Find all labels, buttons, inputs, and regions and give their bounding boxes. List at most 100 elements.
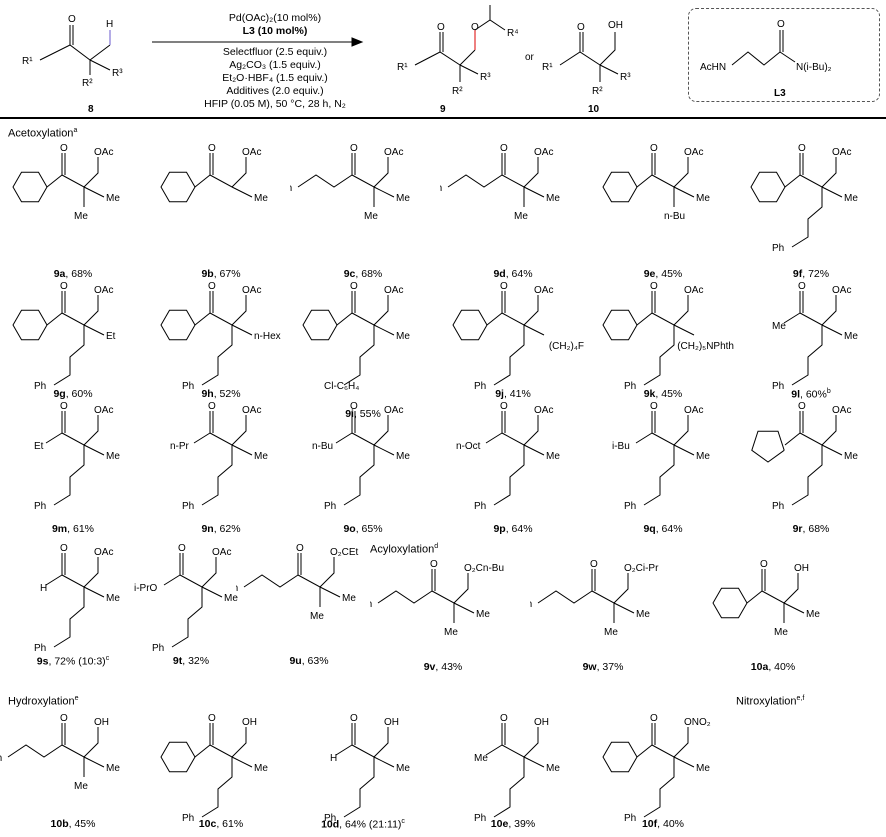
sm-atom-r3: R³ (112, 68, 123, 79)
compound-id: 9h (201, 388, 214, 400)
functional-group: OAc (384, 147, 403, 158)
functional-group: OH (384, 717, 399, 728)
substituent-r1: n-Oct (456, 441, 481, 452)
compound-caption: 9n, 62% (148, 523, 294, 535)
compound-caption: 10b, 45% (0, 818, 146, 830)
ligand-box (688, 8, 880, 102)
atom-o: O (590, 559, 598, 570)
substituent-r3: Me (696, 763, 710, 774)
functional-group: OAc (212, 547, 231, 558)
substituent-chain: Me (774, 627, 788, 638)
atom-o: O (208, 713, 216, 724)
substituent-r3: Me (106, 763, 120, 774)
compound-id: 10c (198, 818, 217, 830)
compound-id: 9q (643, 523, 656, 535)
substituent-chain: Ph (152, 643, 164, 654)
compound-caption: 9e, 45% (590, 268, 736, 280)
bond-lines (45, 553, 105, 648)
substituent-r1: i-Bu (612, 441, 630, 452)
compound-9d: OOAcMeMePh9d, 64% (440, 140, 586, 290)
atom-o: O (350, 401, 358, 412)
bond-lines (163, 553, 223, 648)
functional-group: OAc (832, 285, 851, 296)
substituent-r3: Et (106, 331, 116, 342)
compound-caption: 10a, 40% (700, 661, 846, 673)
bond-lines (297, 153, 395, 207)
compound-id: 9g (53, 388, 66, 400)
substituent-r3: Me (396, 451, 410, 462)
compound-yield: , 61% (67, 523, 95, 535)
functional-group: O₂Ci-Pr (624, 563, 659, 574)
bond-lines (160, 153, 253, 203)
substituent-r1: Ph (440, 183, 442, 194)
compound-yield: , 37% (596, 661, 624, 673)
compound-yield: , 32% (182, 655, 210, 667)
substituent-chain: Ph (624, 381, 636, 392)
functional-group: OAc (384, 285, 403, 296)
compound-id: 9s (36, 655, 49, 668)
compound-caption: 10c, 61% (148, 818, 294, 830)
compound-caption: 9r, 68% (738, 523, 884, 535)
oxidant: Selectfluor (2.5 equiv.) (222, 46, 328, 58)
compound-yield: , 68% (802, 523, 830, 535)
functional-group: OAc (534, 405, 553, 416)
substituent-chain: Me (310, 611, 324, 622)
compound-yield: , 64% (505, 523, 533, 535)
functional-group: OAc (94, 405, 113, 416)
substituent-r1: Ph (530, 599, 532, 610)
substituent-r3: Me (476, 609, 490, 620)
bond-lines (160, 291, 253, 386)
substituent-chain: Ph (474, 501, 486, 512)
substituent-chain: Ph (182, 813, 194, 824)
substituent-chain: Ph (324, 813, 336, 824)
atom-o: O (60, 713, 68, 724)
functional-group: OAc (94, 147, 113, 158)
substituent-r3: Me (254, 763, 268, 774)
bond-lines (783, 291, 843, 386)
structure-9c: OOAcMeMePh (290, 143, 410, 222)
footnote: b (826, 388, 831, 395)
functional-group: OAc (684, 285, 703, 296)
substituent-chain: Cl-C₆H₄ (324, 381, 359, 392)
solvent-conditions: HFIP (0.05 M), 50 °C, 28 h, N₂ (204, 98, 346, 110)
sm-atom-h: H (106, 19, 113, 30)
substituent-r3: Me (806, 609, 820, 620)
functional-group: OH (534, 717, 549, 728)
substituent-r3: Me (546, 193, 560, 204)
bond-lines (602, 153, 695, 207)
bond-lines (635, 411, 695, 506)
substituent-r1: Me (474, 753, 488, 764)
bond-lines (335, 723, 395, 818)
substituent-r3: Me (844, 331, 858, 342)
compound-caption: 9b, 67% (148, 268, 294, 280)
substituent-r1: Me (772, 321, 786, 332)
substituent-chain: Ph (34, 643, 46, 654)
compound-9c: OOAcMeMePh9c, 68% (290, 140, 436, 290)
substituent-r3: Me (546, 451, 560, 462)
atom-o: O (500, 143, 508, 154)
p10-label: 10 (588, 104, 600, 115)
bond-lines (193, 411, 253, 506)
bond-lines (243, 553, 341, 607)
atom-o: O (650, 401, 658, 412)
compound-id: 9u (289, 655, 302, 667)
compound-caption: 9i, 55% (290, 408, 436, 420)
sm-atom-r1: R¹ (22, 56, 33, 67)
atom-o: O (798, 281, 806, 292)
p10-atom-o: O (577, 22, 585, 33)
